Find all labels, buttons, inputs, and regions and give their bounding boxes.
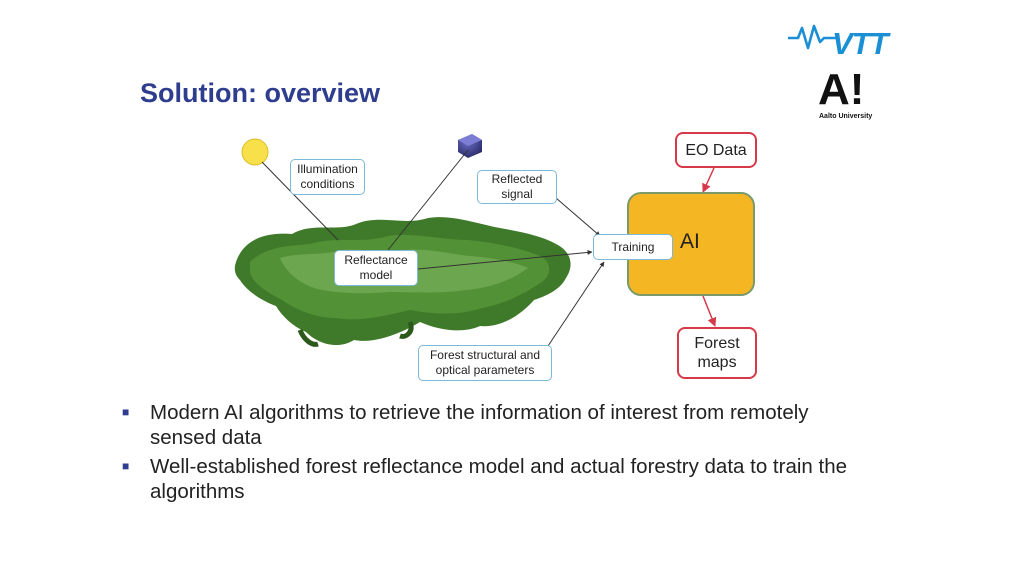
bullet-square-icon: ■	[122, 405, 130, 419]
arrow-params-to-training	[547, 261, 605, 347]
bullet-item: ■ Well-established forest reflectance mo…	[122, 454, 862, 504]
reflected-ray	[387, 149, 469, 251]
forest-parameters-label: Forest structural and optical parameters	[418, 345, 552, 381]
illumination-label: Illumination conditions	[290, 159, 365, 195]
sun-icon	[241, 138, 269, 166]
arrow-model-to-training	[417, 249, 593, 270]
forest-maps-box: Forest maps	[677, 327, 757, 379]
eo-data-box: EO Data	[675, 132, 757, 168]
arrow-eo-to-ai	[702, 167, 715, 193]
ai-label: AI	[680, 230, 700, 253]
bullet-item: ■ Modern AI algorithms to retrieve the i…	[122, 400, 862, 450]
reflectance-model-label: Reflectance model	[334, 250, 418, 286]
bullet-list: ■ Modern AI algorithms to retrieve the i…	[122, 400, 862, 508]
vtt-logo: VTT	[832, 26, 889, 61]
arrow-reflected-to-training	[555, 197, 601, 237]
training-label: Training	[593, 234, 673, 260]
aalto-logo: A!	[818, 65, 865, 114]
bullet-text: Modern AI algorithms to retrieve the inf…	[150, 401, 809, 449]
reflected-signal-label: Reflected signal	[477, 170, 557, 204]
arrow-ai-to-maps	[702, 295, 717, 327]
illumination-ray	[261, 161, 339, 241]
bullet-square-icon: ■	[122, 459, 130, 473]
vtt-logo-signal-icon	[788, 24, 836, 50]
bullet-text: Well-established forest reflectance mode…	[150, 455, 847, 503]
aalto-university-name: Aalto University	[819, 113, 873, 120]
slide-title: Solution: overview	[140, 78, 381, 108]
sensor-cube-icon	[458, 134, 482, 158]
